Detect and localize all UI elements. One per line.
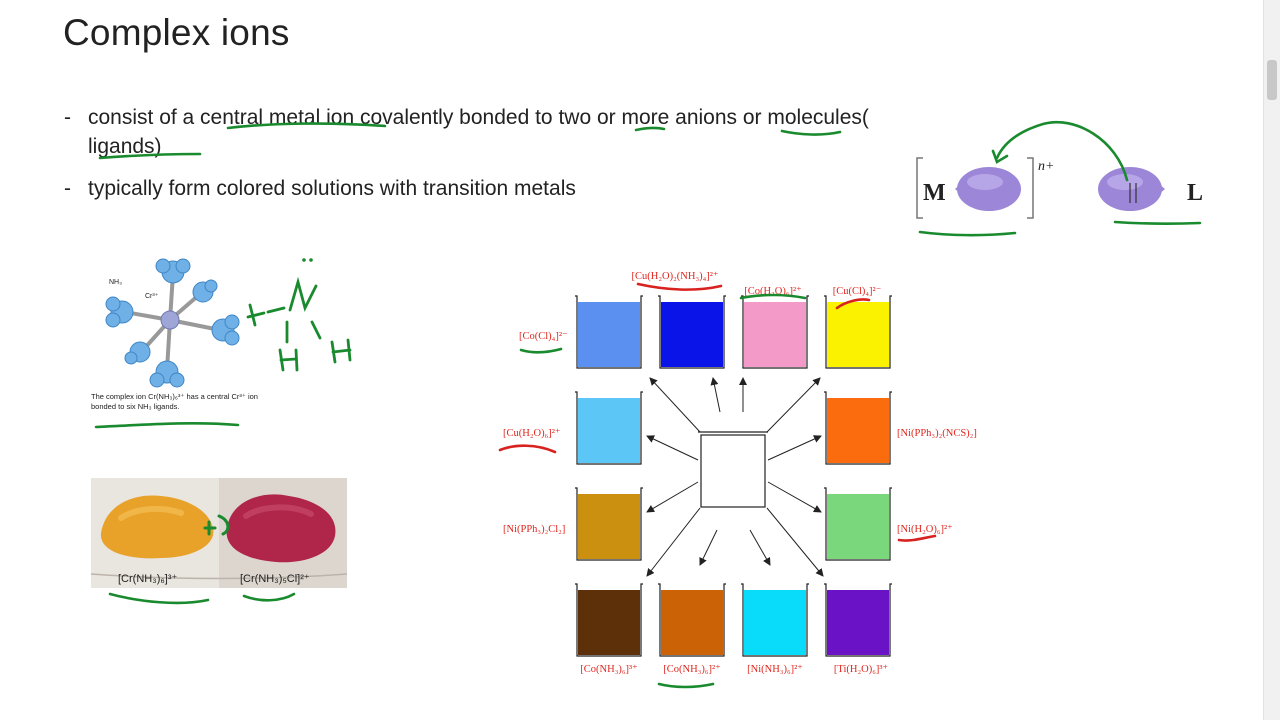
beaker-label: [Ni(H₂O)₆]²⁺ [897,524,953,535]
beaker-label: [Cu(H₂O)₂(NH₃)₄]²⁺ [632,271,719,282]
handwritten-underline [739,293,807,300]
beaker-liquid [744,590,806,655]
octahedral-complex-figure: NH₃ Cr³⁺ [105,258,240,388]
right-powder-label: [Cr(NH₃)₅Cl]²⁺ [240,573,310,585]
beaker-liquid [578,398,640,463]
reaction-arrow [646,507,701,577]
arrow-group [646,377,824,577]
beaker-outline [575,391,643,465]
reaction-arrow [646,481,699,513]
metal-ligand-diagram: M L n+ [916,120,1203,237]
ligand-formula-label: NH₃ [109,279,122,286]
reaction-arrow [699,529,718,566]
metal-ion-label: Cr³⁺ [145,293,159,300]
reaction-arrow [766,377,821,433]
beaker-liquid [661,302,723,367]
handwritten-underline [835,298,871,310]
reaction-arrow [749,529,771,566]
beaker-liquid [827,590,889,655]
beaker-group [575,295,892,657]
handwritten-underline [897,534,937,542]
beaker-outline [741,583,809,657]
metal-label: M [923,180,946,206]
beaker-liquid [578,494,640,559]
reaction-arrow [767,481,822,513]
bullet-item: typically form colored solutions with tr… [62,174,902,203]
beaker-liquid [827,398,889,463]
charge-label: n+ [1038,159,1054,174]
beaker-outline [575,487,643,561]
reaction-arrow [767,435,822,461]
ligand-label: L [1187,180,1203,206]
beaker-label: [Ti(H₂O)₆]³⁺ [834,664,888,675]
beaker-label: [Ni(PPh₃)₂(NCS)₂] [897,428,977,439]
beaker-outline [575,295,643,369]
ammonia-sketch [246,258,352,372]
octahedral-caption: The complex ion Cr(NH₃)₆³⁺ has a central… [91,392,258,411]
beaker-liquid [578,590,640,655]
beaker-outline [575,583,643,657]
beaker-liquid [827,494,889,559]
beaker-label: [Co(NH₃)₆]³⁺ [580,664,637,675]
powder-underlines [108,592,296,605]
beaker-label: [Co(NH₃)₆]²⁺ [663,664,720,675]
beaker-annotations [498,282,937,689]
left-powder-label: [Cr(NH₃)₆]³⁺ [118,573,178,585]
slide-title: Complex ions [63,12,290,53]
scrollbar[interactable] [1263,0,1280,720]
beaker-liquid [578,302,640,367]
beaker-outline [824,391,892,465]
beaker-outline [824,295,892,369]
beaker-label: [Co(H₂O)₆]²⁺ [744,286,801,297]
handwritten-underline [498,444,557,454]
beaker-outline [824,487,892,561]
beaker-grid: [Co(Cl)₄]²⁻ [Cu(H₂O)₂(NH₃)₄]²⁺ [Co(H₂O)₆]²… [498,271,977,689]
beaker-liquid [744,302,806,367]
handwritten-underline [519,347,563,354]
central-empty-beaker [700,434,766,508]
beaker-label: [Ni(PPh₃)₂Cl₂] [503,524,565,535]
reaction-arrow [649,377,701,433]
beaker-outline [658,295,726,369]
beaker-label: [Ni(NH₃)₆]²⁺ [747,664,803,675]
handwritten-underline [657,682,715,689]
reaction-arrow [766,507,824,577]
beaker-label-group: [Co(Cl)₄]²⁻ [Cu(H₂O)₂(NH₃)₄]²⁺ [Co(H₂O)₆]²… [503,271,977,675]
caption-underline [94,421,240,429]
beaker-outline [824,583,892,657]
reaction-arrow [646,435,699,461]
powders-photo: [Cr(NH₃)₆]³⁺ [Cr(NH₃)₅Cl]²⁺ [91,478,347,588]
beaker-outline [741,295,809,369]
scrollbar-thumb[interactable] [1267,60,1277,100]
reaction-arrow [710,377,721,413]
beaker-liquid [827,302,889,367]
beaker-label: [Cu(H₂O)₆]²⁺ [503,428,560,439]
beaker-label: [Cu(Cl)₄]²⁻ [833,286,882,297]
handwritten-underline [636,282,723,291]
beaker-outline [658,583,726,657]
beaker-label: [Co(Cl)₄]²⁻ [519,331,568,342]
beaker-liquid [661,590,723,655]
